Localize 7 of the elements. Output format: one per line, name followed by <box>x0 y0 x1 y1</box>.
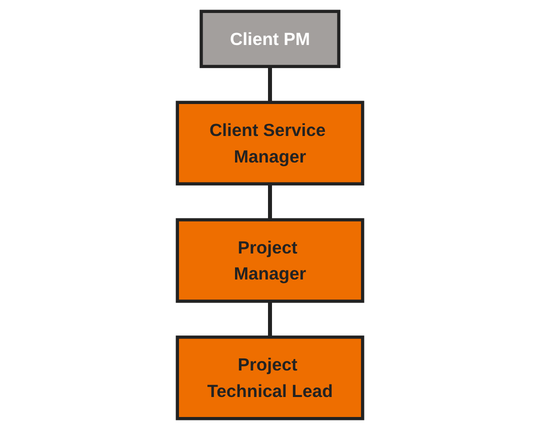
node-box: Project Technical Lead <box>176 336 364 420</box>
connector <box>268 184 272 220</box>
connector <box>268 301 272 338</box>
node-box: Client PM <box>200 10 340 68</box>
node-box: Project Manager <box>176 218 364 303</box>
connector <box>268 66 272 102</box>
node-box: Client Service Manager <box>176 100 364 186</box>
